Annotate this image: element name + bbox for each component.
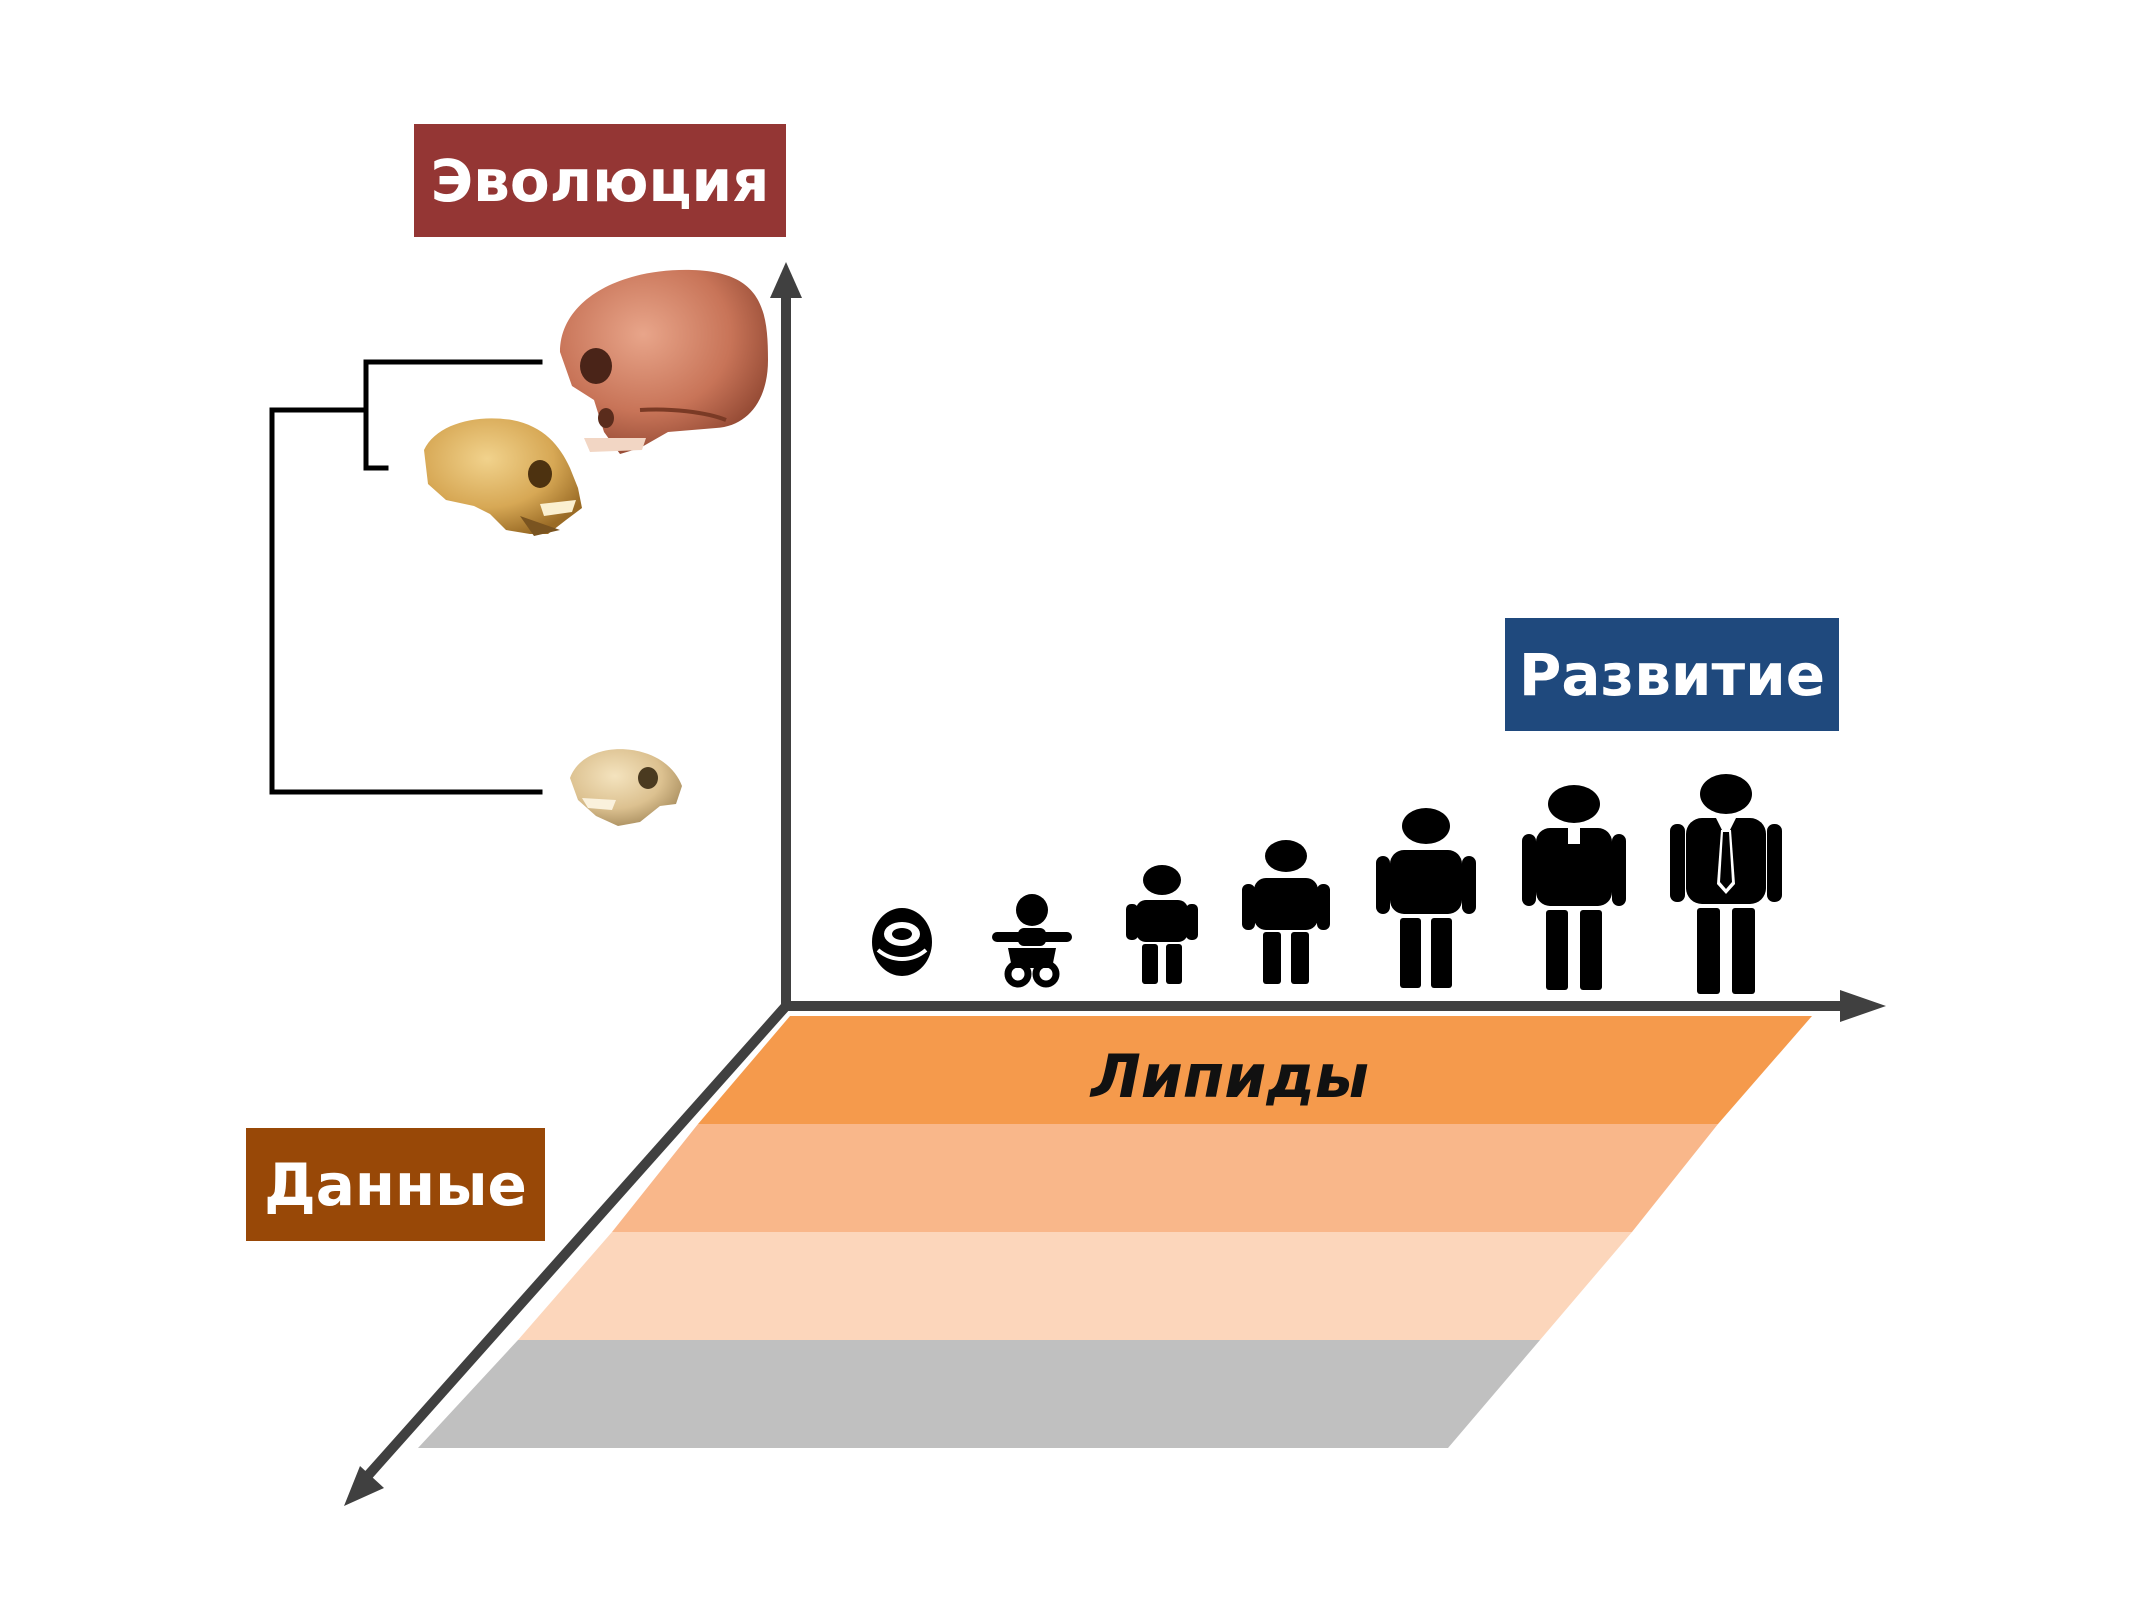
development-label: Развитие xyxy=(1505,618,1839,731)
embryo-icon xyxy=(872,908,932,976)
evolution-axis xyxy=(770,262,802,1006)
band-4 xyxy=(418,1340,1540,1448)
band-2 xyxy=(612,1124,1718,1232)
development-axis xyxy=(786,990,1886,1022)
chimpanzee-skull-icon xyxy=(424,418,582,536)
data-axis xyxy=(344,1002,790,1506)
teen-icon xyxy=(1376,808,1476,988)
primate-skull-icon xyxy=(570,749,682,826)
human-skull-icon xyxy=(560,269,768,454)
band-lipids xyxy=(698,1016,1812,1124)
band-3 xyxy=(518,1232,1632,1340)
young-adult-icon xyxy=(1522,785,1626,990)
evolution-label: Эволюция xyxy=(414,124,786,237)
development-axis-arrowhead xyxy=(1840,990,1886,1022)
data-plane xyxy=(418,1016,1812,1448)
band-lipids-label: Липиды xyxy=(1090,1042,1370,1112)
toddler-icon xyxy=(1126,865,1198,984)
adult-icon xyxy=(1670,774,1782,994)
child-icon xyxy=(1242,840,1330,984)
data-axis-arrowhead xyxy=(344,1466,384,1506)
data-label: Данные xyxy=(246,1128,545,1241)
infant-icon xyxy=(992,894,1072,988)
data-axis-line xyxy=(360,1002,790,1484)
tree-root-branch xyxy=(269,407,543,795)
phylogenetic-tree xyxy=(269,359,543,795)
evolution-axis-arrowhead xyxy=(770,262,802,298)
development-stages xyxy=(872,774,1782,994)
